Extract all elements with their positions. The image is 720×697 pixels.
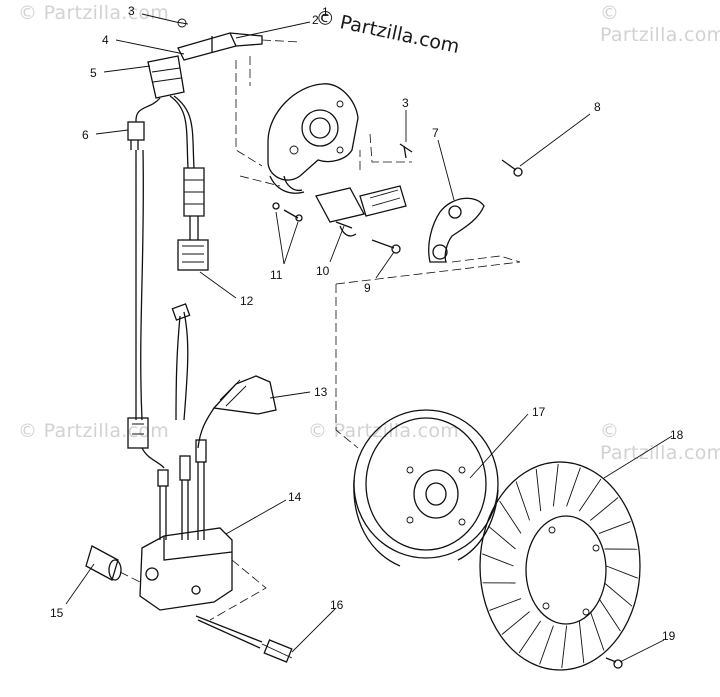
- callout-15: 15: [50, 606, 64, 620]
- fan-fin: [482, 553, 514, 567]
- callout-11: 11: [270, 268, 283, 282]
- callout-3-top: 3: [128, 4, 135, 18]
- fan-fin: [589, 611, 605, 651]
- fan-fin: [598, 521, 631, 534]
- watermark: © Partzilla.com: [308, 420, 460, 442]
- fan-fin: [515, 481, 531, 521]
- watermark: © Partzilla.com: [600, 2, 720, 46]
- callout-5: 5: [90, 66, 97, 80]
- mounting-bracket: [175, 18, 301, 167]
- callout-18: 18: [670, 428, 684, 442]
- bolt: [195, 615, 293, 663]
- leader-lines: [65, 13, 673, 663]
- fan-fin: [578, 620, 585, 664]
- callout-6: 6: [82, 128, 89, 142]
- callout-7: 7: [432, 126, 439, 140]
- fan-fin: [539, 625, 554, 665]
- fan-fin: [499, 500, 522, 534]
- exciter-coil: [315, 185, 407, 237]
- watermark: © Partzilla.com: [600, 420, 720, 464]
- watermark: © Partzilla.com: [18, 420, 170, 442]
- fan-fin: [578, 478, 602, 512]
- watermark: © Partzilla.com: [18, 2, 170, 24]
- stator-plate: [239, 83, 412, 194]
- fan-fin: [552, 464, 559, 507]
- callout-14: 14: [288, 490, 302, 504]
- fan-fin: [501, 611, 530, 635]
- callout-3-right: 3: [402, 96, 409, 110]
- spark-plug-cap: [171, 303, 277, 449]
- callout-16: 16: [330, 598, 344, 612]
- fan-fin: [598, 598, 621, 632]
- fan-fin: [566, 467, 581, 507]
- coil-connectors: [127, 417, 207, 540]
- cooling-fan: [479, 461, 641, 671]
- fan-fin: [535, 468, 542, 512]
- fan-fin: [604, 582, 633, 607]
- callout-10: 10: [316, 264, 330, 278]
- callout-9: 9: [364, 281, 371, 295]
- callout-labels: 3 2 1 4 5 6 3 7 8 11 10 9 12 13 14 15 16…: [50, 4, 684, 643]
- flywheel: [335, 261, 521, 567]
- ignition-coil: [139, 527, 267, 621]
- bushing: [85, 545, 141, 583]
- callout-4: 4: [102, 33, 109, 47]
- fan-fin: [518, 620, 542, 654]
- callout-13: 13: [314, 385, 328, 399]
- fan-fin: [590, 497, 619, 521]
- fan-fin: [487, 525, 516, 550]
- fan-fin: [561, 625, 568, 668]
- fan-fin: [606, 565, 638, 579]
- callout-19: 19: [662, 629, 676, 643]
- callout-2: 2: [312, 13, 319, 27]
- callout-17: 17: [532, 405, 546, 419]
- fan-fin: [489, 598, 522, 611]
- callout-1: 1: [322, 5, 329, 19]
- pulser-coil: [428, 197, 521, 263]
- callout-8: 8: [594, 100, 601, 114]
- wire-harness: [127, 55, 209, 421]
- screws: [272, 143, 523, 254]
- callout-12: 12: [240, 294, 254, 308]
